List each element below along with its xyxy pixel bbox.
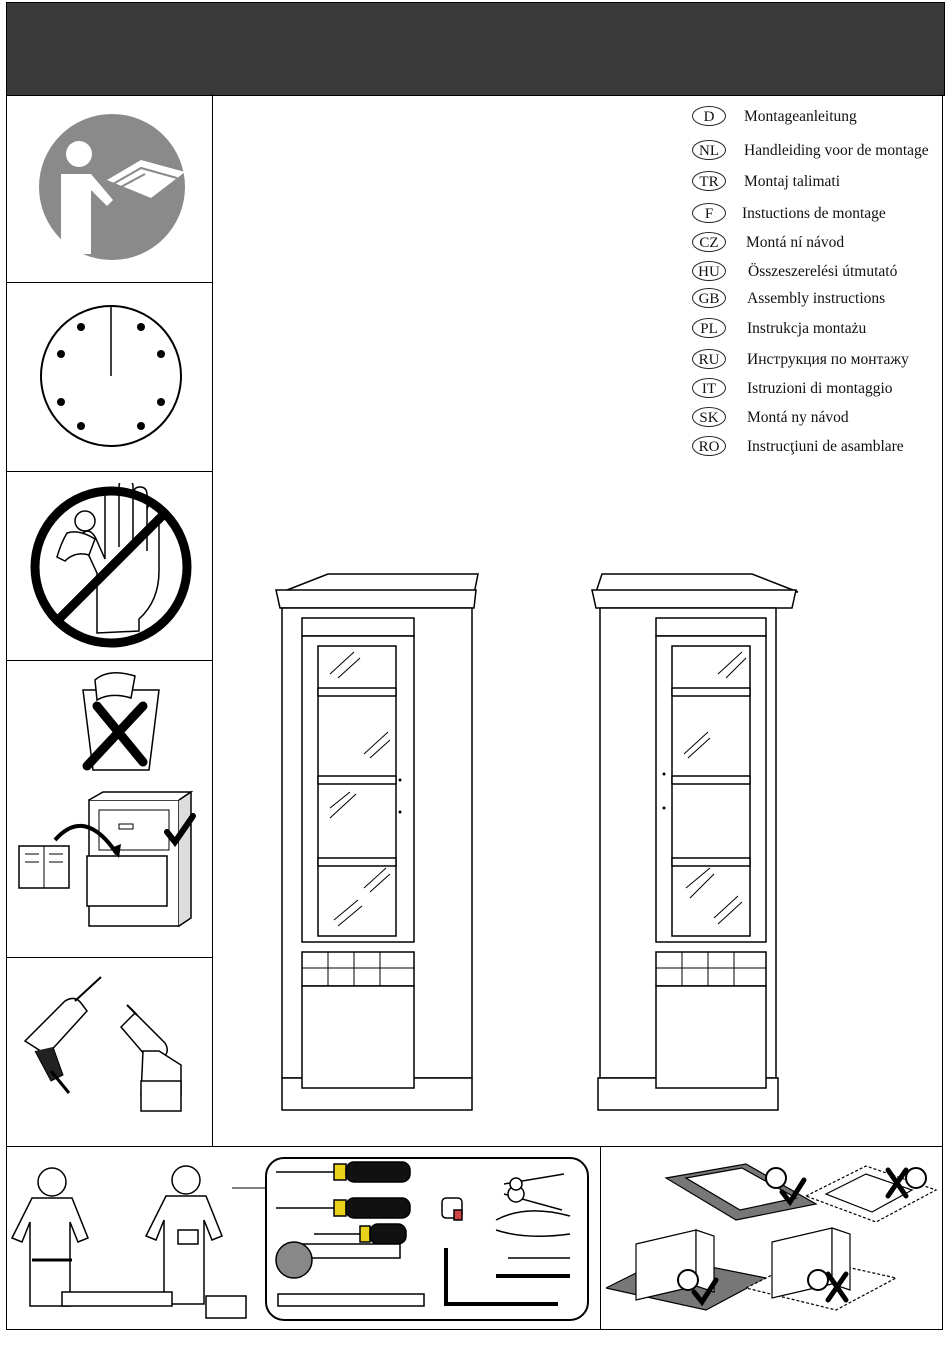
tools-icon	[264, 1156, 590, 1322]
drill-cell	[7, 957, 212, 1146]
clock-icon	[37, 302, 185, 450]
floor-protection-icon	[606, 1152, 942, 1324]
keep-instructions-cell	[7, 660, 212, 958]
language-label: Montageanleitung	[744, 107, 857, 127]
icon-column	[6, 94, 213, 1147]
language-code: RO	[692, 436, 726, 456]
no-children-icon	[27, 483, 195, 651]
header-bar	[6, 2, 945, 96]
language-label: Montá ny návod	[747, 408, 849, 428]
keep-instructions-icon	[15, 790, 207, 930]
do-not-discard-icon	[77, 666, 197, 776]
language-code: RU	[692, 349, 726, 369]
language-code: HU	[692, 261, 726, 281]
language-code: TR	[692, 171, 726, 191]
language-label: Instrukcja montażu	[747, 319, 866, 339]
language-label: Assembly instructions	[747, 289, 885, 309]
read-manual-icon	[37, 112, 187, 262]
language-code: F	[692, 203, 726, 223]
language-code: CZ	[692, 232, 726, 252]
clock-cell	[7, 282, 212, 472]
language-code: NL	[692, 140, 726, 160]
language-code: PL	[692, 318, 726, 338]
language-label: Handleiding voor de montage	[744, 141, 929, 161]
language-label: Montaj talimati	[744, 172, 840, 192]
cabinet-right-door-illustration	[590, 568, 805, 1114]
language-label: Összeszerelési útmutató	[748, 262, 897, 282]
no-children-cell	[7, 471, 212, 661]
language-label: Instuctions de montage	[742, 204, 886, 224]
read-manual-cell	[7, 94, 212, 283]
language-label: Инструкция по монтажу	[747, 350, 909, 370]
language-code: IT	[692, 378, 726, 398]
bottom-divider	[600, 1146, 601, 1330]
language-label: Instrucţiuni de asamblare	[747, 437, 904, 457]
language-code: D	[692, 106, 726, 126]
language-label: Montá ní návod	[746, 233, 844, 253]
two-person-assembly-icon	[10, 1158, 265, 1328]
cabinet-left-door-illustration	[268, 568, 483, 1114]
power-drill-icon	[15, 971, 207, 1131]
language-label: Istruzioni di montaggio	[747, 379, 893, 399]
language-code: GB	[692, 288, 726, 308]
language-code: SK	[692, 407, 726, 427]
